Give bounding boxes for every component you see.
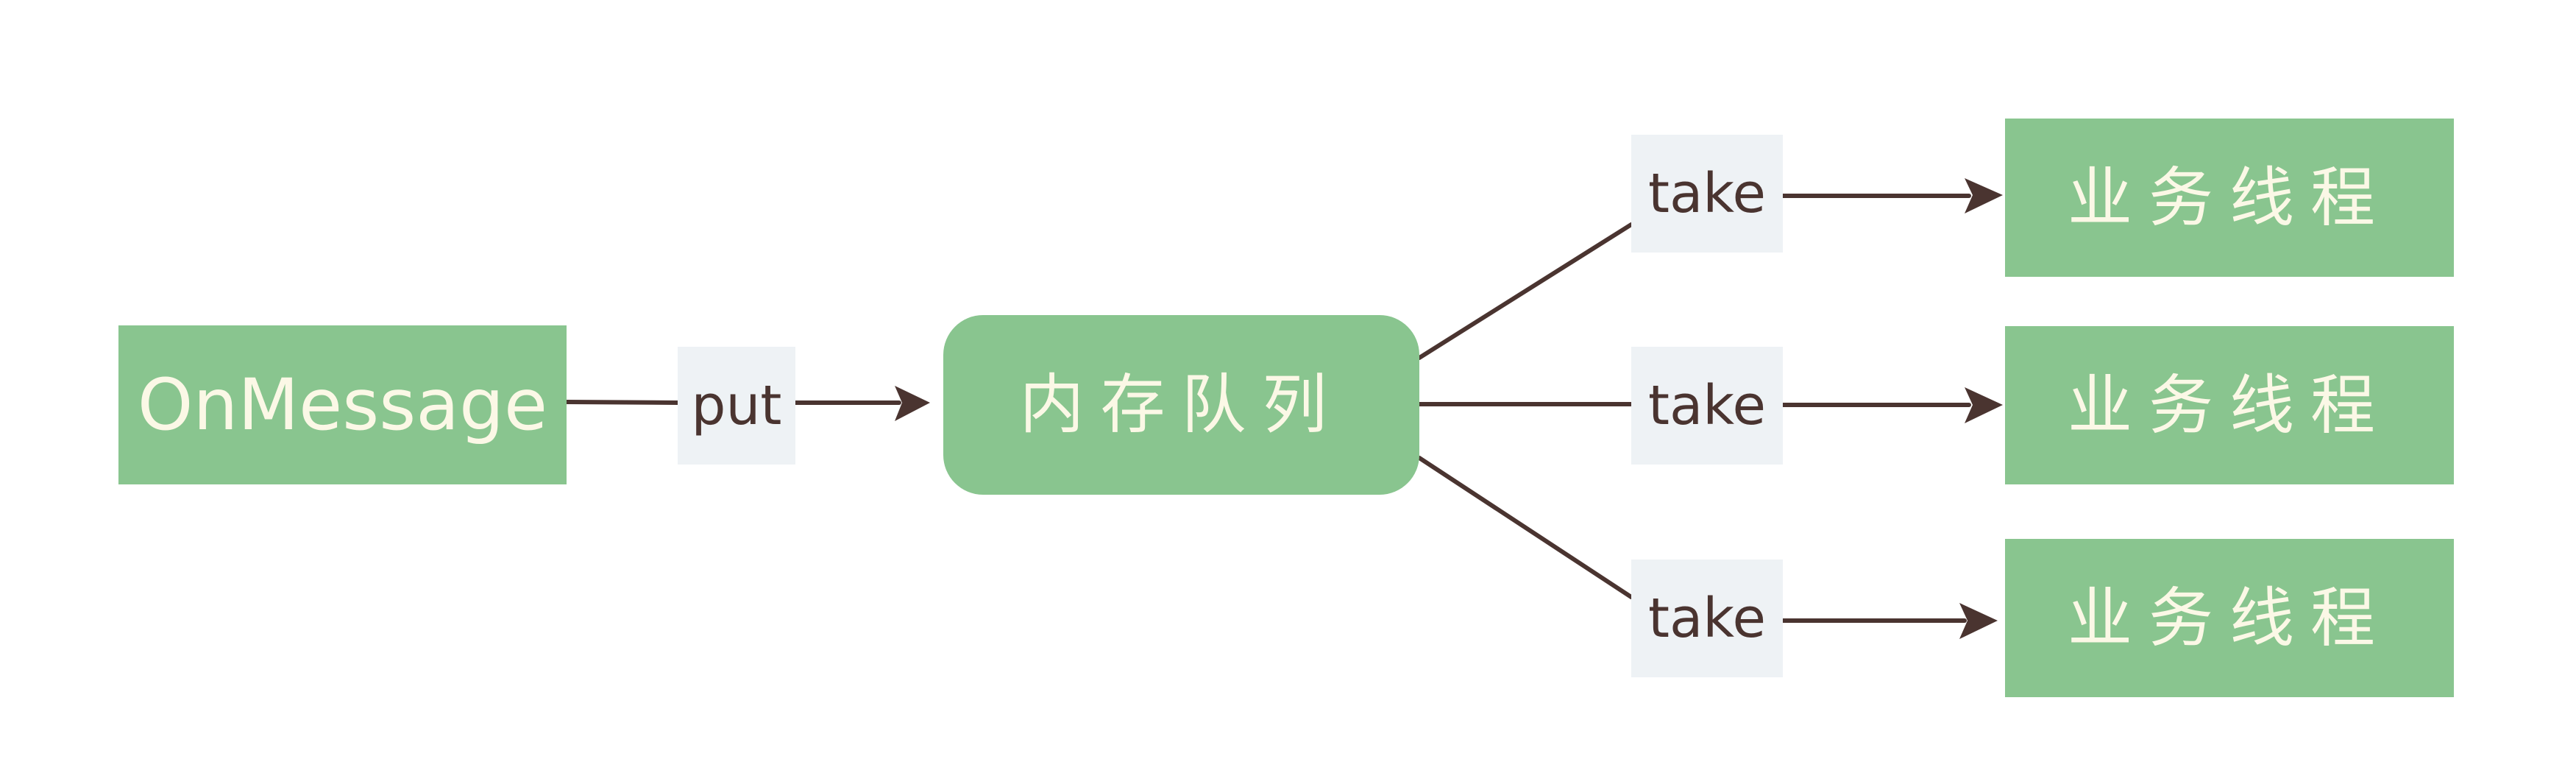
take-label-text-1: take: [1647, 162, 1767, 225]
memory-queue-node: 内存队列: [943, 315, 1419, 495]
worker-thread-label-2: 业务线程: [2067, 367, 2391, 443]
arrowhead-worker-1: [1965, 178, 2003, 213]
edge-queue-to-take-1: [1417, 222, 1633, 360]
put-label-text: put: [691, 374, 782, 437]
take-label-text-3: take: [1647, 587, 1767, 650]
arrowhead-worker-2: [1965, 387, 2003, 423]
arrowhead-queue: [895, 386, 930, 421]
worker-thread-node-1: 业务线程: [2005, 119, 2454, 277]
take-edge-label-1: take: [1631, 135, 1783, 253]
edge-queue-to-take-3: [1417, 456, 1633, 599]
put-edge-label: put: [678, 347, 795, 465]
worker-thread-node-3: 业务线程: [2005, 539, 2454, 697]
worker-thread-label-1: 业务线程: [2067, 159, 2391, 236]
edge-source-to-put: [564, 400, 680, 405]
take-label-text-2: take: [1647, 374, 1767, 437]
take-edge-label-3: take: [1631, 560, 1783, 677]
memory-queue-label: 内存队列: [1019, 367, 1344, 442]
onmessage-node: OnMessage: [118, 325, 567, 484]
arrowhead-worker-3: [1959, 603, 1998, 639]
worker-thread-label-3: 业务线程: [2067, 579, 2391, 656]
onmessage-label: OnMessage: [137, 364, 548, 446]
worker-thread-node-2: 业务线程: [2005, 326, 2454, 484]
take-edge-label-2: take: [1631, 347, 1783, 465]
